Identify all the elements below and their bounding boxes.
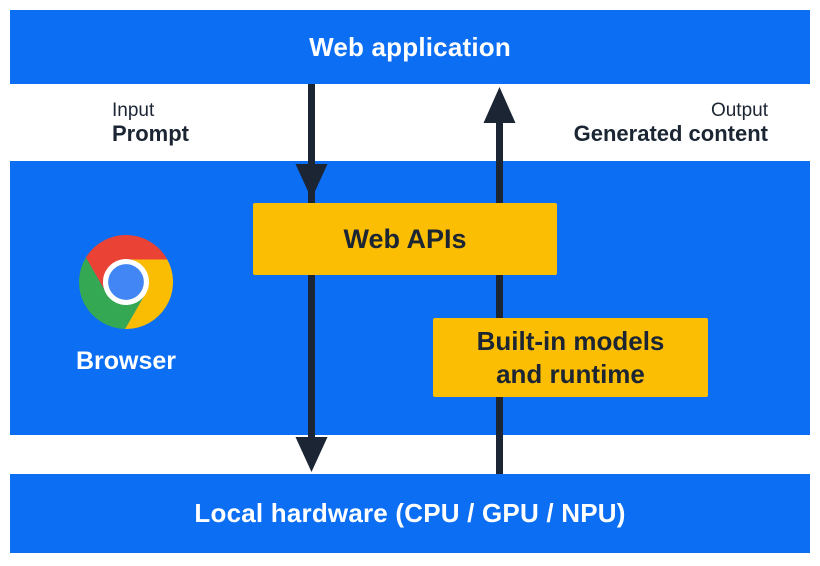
browser-label: Browser: [75, 347, 177, 375]
input-label-block: Input Prompt: [112, 99, 189, 145]
web-apis-label: Web APIs: [343, 223, 467, 254]
output-label-block: Output Generated content: [574, 99, 768, 145]
input-value-label: Prompt: [112, 121, 189, 146]
output-label: Output: [710, 100, 768, 121]
output-value-label: Generated content: [573, 121, 768, 146]
chrome-icon: [79, 234, 174, 330]
web-application-label: Web application: [309, 31, 511, 62]
web-application-layer: Web application: [10, 10, 810, 84]
browser-group: Browser: [56, 234, 196, 376]
builtin-models-label-line2: and runtime: [496, 358, 645, 389]
web-apis-box: Web APIs: [253, 203, 557, 275]
builtin-models-box: Built-in models and runtime: [433, 318, 708, 397]
builtin-models-label-line1: Built-in models: [476, 325, 665, 356]
local-hardware-layer: Local hardware (CPU / GPU / NPU): [10, 474, 810, 553]
input-label: Input: [112, 100, 155, 121]
local-hardware-label: Local hardware (CPU / GPU / NPU): [194, 498, 626, 528]
